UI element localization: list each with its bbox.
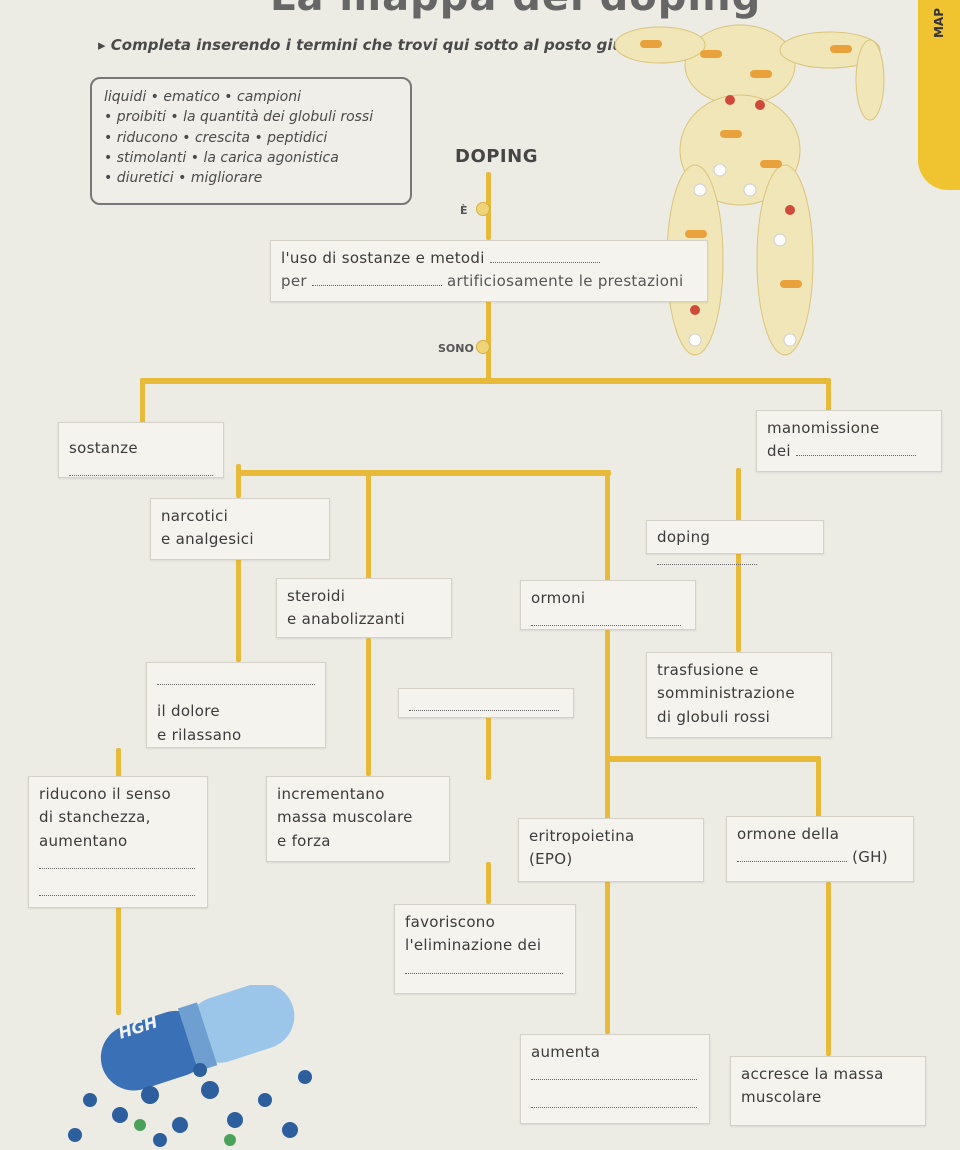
- connector-line: [116, 905, 121, 1015]
- connector-line: [605, 470, 610, 582]
- answer-blank[interactable]: [157, 683, 315, 685]
- connector-line: [826, 882, 831, 1056]
- answer-blank[interactable]: [531, 1078, 697, 1081]
- manomissione-box: manomissione dei: [756, 410, 942, 472]
- connector-line: [605, 882, 610, 1034]
- answer-blank[interactable]: [311, 284, 442, 287]
- connector-line: [605, 630, 610, 930]
- sono-connector-label: SONO: [438, 342, 474, 355]
- connector-line: [140, 378, 830, 384]
- incrementano-box: incrementano massa muscolare e forza: [266, 776, 450, 862]
- answer-blank[interactable]: [737, 860, 847, 863]
- connector-line: [736, 546, 741, 652]
- ormoni-box: ormoni: [520, 580, 696, 630]
- connector-line: [736, 468, 741, 524]
- answer-blank[interactable]: [39, 867, 195, 869]
- connector-line: [236, 464, 241, 498]
- connector-dot: [476, 340, 490, 354]
- word-bank: liquidi • ematico • campioni • proibiti …: [90, 77, 412, 205]
- sostanze-box: sostanze: [58, 422, 224, 478]
- answer-blank[interactable]: [489, 261, 600, 263]
- section-tab-label: MAP: [932, 8, 946, 39]
- answer-blank[interactable]: [795, 454, 916, 457]
- answer-blank[interactable]: [39, 894, 195, 896]
- accresce-box: accresce la massa muscolare: [730, 1056, 926, 1126]
- answer-blank[interactable]: [657, 563, 757, 566]
- word-bank-line: liquidi • ematico • campioni: [104, 89, 302, 105]
- connector-line: [366, 638, 371, 776]
- trasfusione-box: trasfusione e somministrazione di globul…: [646, 652, 832, 738]
- connector-line: [486, 862, 491, 904]
- connector-line: [816, 756, 821, 818]
- connector-line: [486, 688, 491, 780]
- steroidi-box: steroidi e anabolizzanti: [276, 578, 452, 638]
- connector-line: [826, 378, 831, 414]
- word-bank-line: • diuretici • migliorare: [104, 170, 263, 187]
- doping-root-label: DOPING: [455, 146, 538, 167]
- doping-type-box: doping: [646, 520, 824, 566]
- connector-line: [236, 470, 611, 476]
- gh-box: ormone della (GH): [726, 816, 914, 882]
- page-title: La mappa del doping: [270, 0, 761, 20]
- connector-line: [236, 558, 241, 662]
- instruction-text: ▸ Completa inserendo i termini che trovi…: [98, 36, 656, 54]
- connector-dot: [476, 202, 490, 216]
- definition-box: l'uso di sostanze e metodi per artificio…: [270, 240, 708, 302]
- blank-box: [398, 688, 574, 718]
- favoriscono-box: favoriscono l'eliminazione dei: [394, 904, 576, 994]
- aumenta-box: aumenta: [520, 1034, 710, 1124]
- connector-line: [605, 756, 820, 762]
- answer-blank[interactable]: [69, 474, 213, 477]
- pill-figure-illustration: [614, 24, 885, 356]
- connector-line: [486, 300, 491, 382]
- connector-line: [366, 470, 371, 580]
- answer-blank[interactable]: [409, 709, 559, 711]
- word-bank-line: • stimolanti • la carica agonistica: [104, 149, 339, 166]
- connector-line: [140, 378, 145, 428]
- answer-blank[interactable]: [405, 972, 563, 974]
- connector-line: [116, 748, 121, 778]
- answer-blank[interactable]: [531, 1106, 697, 1108]
- word-bank-line: • proibiti • la quantità dei globuli ros…: [104, 109, 374, 126]
- narcotici-box: narcotici e analgesici: [150, 498, 330, 560]
- section-tab: [918, 0, 960, 190]
- dolore-box: il dolore e rilassano: [146, 662, 326, 748]
- hgh-capsule-illustration: [68, 985, 312, 1147]
- epo-box: eritropoietina (EPO): [518, 818, 704, 882]
- answer-blank[interactable]: [531, 624, 681, 627]
- word-bank-line: • riducono • crescita • peptidici: [104, 129, 328, 146]
- riducono-box: riducono il senso di stanchezza, aumenta…: [28, 776, 208, 908]
- e-connector-label: È: [460, 204, 468, 217]
